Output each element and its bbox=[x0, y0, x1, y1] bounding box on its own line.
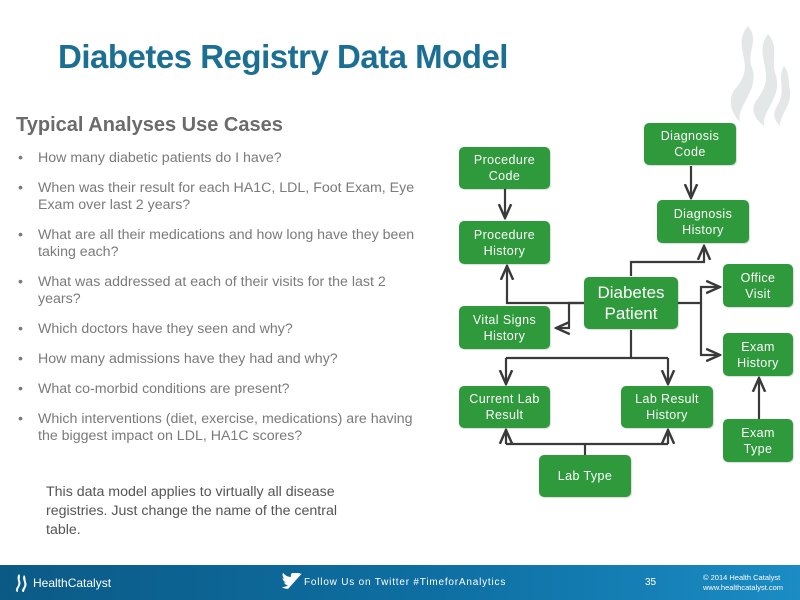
copyright-text: © 2014 Health Catalyst bbox=[703, 573, 781, 582]
connector-patient-to-procedure-history bbox=[507, 266, 584, 305]
bullet-icon: • bbox=[18, 381, 23, 397]
node-lab-result-history: Lab Result History bbox=[621, 386, 713, 428]
node-diagnosis-code: Diagnosis Code bbox=[644, 123, 736, 165]
twitter-text: Follow Us on Twitter #TimeforAnalytics bbox=[304, 576, 507, 588]
connector-patient-to-vital-signs bbox=[556, 301, 584, 328]
use-cases-heading: Typical Analyses Use Cases bbox=[16, 114, 283, 136]
footer-brand: HealthCatalyst bbox=[14, 573, 111, 593]
bullet-icon: • bbox=[18, 321, 23, 337]
node-diabetes-patient: Diabetes Patient bbox=[584, 277, 678, 329]
node-exam-history: Exam History bbox=[723, 333, 793, 376]
bullet-icon: • bbox=[18, 411, 23, 427]
use-case-item: •What was addressed at each of their vis… bbox=[18, 274, 386, 307]
twitter-follow[interactable]: Follow Us on Twitter #TimeforAnalytics bbox=[282, 573, 506, 591]
use-case-item: •Which doctors have they seen and why? bbox=[18, 321, 293, 337]
footer-bar: HealthCatalyst Follow Us on Twitter #Tim… bbox=[0, 565, 800, 600]
node-vital-signs-history: Vital Signs History bbox=[459, 306, 550, 349]
footer-brand-name: HealthCatalyst bbox=[33, 576, 112, 590]
use-case-item: •What are all their medications and how … bbox=[18, 227, 415, 260]
node-procedure-code: Procedure Code bbox=[459, 147, 550, 189]
use-case-item: •How many diabetic patients do I have? bbox=[18, 150, 282, 166]
use-cases-list: •How many diabetic patients do I have? •… bbox=[16, 150, 426, 458]
connector-patient-to-office-visit bbox=[678, 287, 720, 305]
page-number: 35 bbox=[645, 577, 657, 588]
node-office-visit: Office Visit bbox=[723, 264, 793, 307]
use-case-item: •What co-morbid conditions are present? bbox=[18, 381, 290, 397]
bullet-icon: • bbox=[18, 351, 23, 367]
node-exam-type: Exam Type bbox=[723, 419, 793, 462]
node-diagnosis-history: Diagnosis History bbox=[657, 200, 749, 243]
website-link[interactable]: www.healthcatalyst.com bbox=[703, 583, 784, 592]
twitter-bird-icon bbox=[282, 573, 302, 589]
use-case-item: •Which interventions (diet, exercise, me… bbox=[18, 411, 413, 444]
slide-title: Diabetes Registry Data Model bbox=[58, 38, 508, 75]
copyright-block: © 2014 Health Catalyst www.healthcatalys… bbox=[703, 573, 783, 593]
flame-logo-icon bbox=[730, 26, 791, 126]
use-case-item: •When was their result for each HA1C, LD… bbox=[18, 180, 415, 213]
bullet-icon: • bbox=[18, 274, 23, 290]
node-lab-type: Lab Type bbox=[539, 455, 631, 497]
bullet-icon: • bbox=[18, 227, 23, 243]
node-procedure-history: Procedure History bbox=[459, 221, 550, 264]
bullet-icon: • bbox=[18, 180, 23, 196]
bullet-icon: • bbox=[18, 150, 23, 166]
connector-patient-to-exam-history bbox=[699, 303, 720, 355]
use-case-item: •How many admissions have they had and w… bbox=[18, 351, 338, 367]
data-model-note: This data model applies to virtually all… bbox=[46, 484, 338, 538]
connector-patient-to-diagnosis-history bbox=[629, 246, 704, 276]
node-current-lab-result: Current Lab Result bbox=[459, 386, 550, 428]
health-catalyst-logo-icon bbox=[15, 574, 27, 592]
